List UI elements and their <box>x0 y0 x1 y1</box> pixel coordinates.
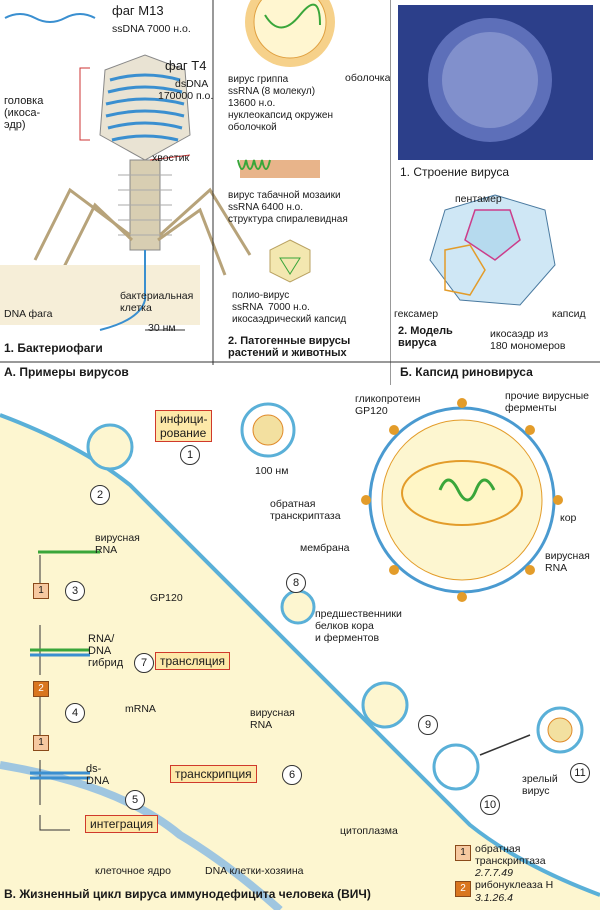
panel-hiv-cycle: инфици- рование 100 нм вирусная RNA RNA/… <box>0 385 600 910</box>
legend-1-text: обратная транскриптаза <box>475 843 546 867</box>
rna-dna-hybrid-label: RNA/ DNA гибрид <box>88 633 124 669</box>
m13-info: ssDNA 7000 н.о. <box>112 23 191 35</box>
legend-2-text: рибонуклеаза Н <box>475 879 554 891</box>
phage-drawings <box>0 0 390 365</box>
panel-examples: фаг M13 ssDNA 7000 н.о. фаг T4 dsDNA 170… <box>0 0 390 385</box>
rhinovirus-drawings <box>390 0 600 385</box>
envelope-label: оболочка <box>345 72 390 84</box>
caption-bacteriophages: 1. Бактериофаги <box>4 341 103 355</box>
rt-label: обратная транскриптаза <box>270 498 341 522</box>
enzyme-mark-3: 1 <box>33 735 49 751</box>
translation-box: трансляция <box>155 652 231 670</box>
step-3: 3 <box>65 581 85 601</box>
transcription-box: транскрипция <box>170 765 257 783</box>
polio-label: полио-вирус ssRNA 7000 н.о. икосаэдричес… <box>232 290 347 325</box>
viral-rna-label: вирусная RNA <box>95 532 140 556</box>
head-label: головка (икоса- эдр) <box>4 95 44 131</box>
t4-info2: 170000 п.о. <box>158 90 214 102</box>
flu-label: вирус гриппа ssRNA (8 молекул) 13600 н.о… <box>228 74 334 133</box>
step-6: 6 <box>282 765 302 785</box>
step-11: 11 <box>570 763 590 783</box>
precursors-label: предшественники белков кора и ферментов <box>315 608 402 644</box>
enzyme-mark-1: 1 <box>33 583 49 599</box>
phage-dna-label: DNA фага <box>4 308 53 320</box>
core-label: кор <box>560 512 577 524</box>
enzymes-label: прочие вирусные ферменты <box>505 390 589 414</box>
caption-pathogenic: 2. Патогенные вирусы растений и животных <box>228 335 351 359</box>
step-10: 10 <box>480 795 500 815</box>
ds-dna-label: ds- DNA <box>86 763 110 787</box>
step-8: 8 <box>286 573 306 593</box>
glyco-label: гликопротеин GP120 <box>355 393 421 417</box>
t4-name: фаг T4 <box>165 58 207 73</box>
mrna-label: mRNA <box>125 703 156 715</box>
cytoplasm-label: цитоплазма <box>340 825 398 837</box>
scale-100nm: 100 нм <box>255 465 289 477</box>
step-2: 2 <box>90 485 110 505</box>
legend-1-ec: 2.7.7.49 <box>475 867 513 879</box>
caption-structure: 1. Строение вируса <box>400 165 510 179</box>
caption-model: 2. Модель вируса <box>398 325 453 349</box>
t4-info1: dsDNA <box>175 78 209 90</box>
step-4: 4 <box>65 703 85 723</box>
capsid-label: капсид <box>552 308 586 320</box>
scale-label: 30 нм <box>148 322 176 334</box>
gp120-label: GP120 <box>150 592 183 604</box>
m13-name: фаг M13 <box>112 3 164 18</box>
hexamer-label: гексамер <box>394 308 439 320</box>
membrane-label: мембрана <box>300 542 350 554</box>
section-title-b: Б. Капсид риновируса <box>400 365 533 379</box>
section-title-a: А. Примеры вирусов <box>4 365 129 379</box>
step-9: 9 <box>418 715 438 735</box>
nucleus-label: клеточное ядро <box>95 865 171 877</box>
step-1: 1 <box>180 445 200 465</box>
icosa-label: икосаэдр из 180 мономеров <box>490 328 566 352</box>
section-title-c: В. Жизненный цикл вируса иммунодефицита … <box>4 887 371 901</box>
step-5: 5 <box>125 790 145 810</box>
legend-1-square: 1 <box>455 845 471 861</box>
panel-rhinovirus: 1. Строение вируса пентамер гексамер кап… <box>390 0 600 385</box>
tmv-label: вирус табачной мозаики ssRNA 6400 н.о. с… <box>228 190 348 225</box>
step-7: 7 <box>134 653 154 673</box>
bacterial-cell-label: бактериальная клетка <box>120 290 194 314</box>
viral-rna-label-3: вирусная RNA <box>545 550 590 574</box>
mature-virus-label: зрелый вирус <box>522 773 558 797</box>
tail-label: хвостик <box>152 152 190 164</box>
enzyme-mark-2: 2 <box>33 681 49 697</box>
infection-box: инфици- рование <box>155 410 213 442</box>
viral-rna-label-2: вирусная RNA <box>250 707 295 731</box>
legend-2-ec: 3.1.26.4 <box>475 892 513 904</box>
legend-2-square: 2 <box>455 881 471 897</box>
pentamer-label: пентамер <box>455 193 502 205</box>
host-dna-label: DNA клетки-хозяина <box>205 865 304 877</box>
integration-box: интеграция <box>85 815 159 833</box>
